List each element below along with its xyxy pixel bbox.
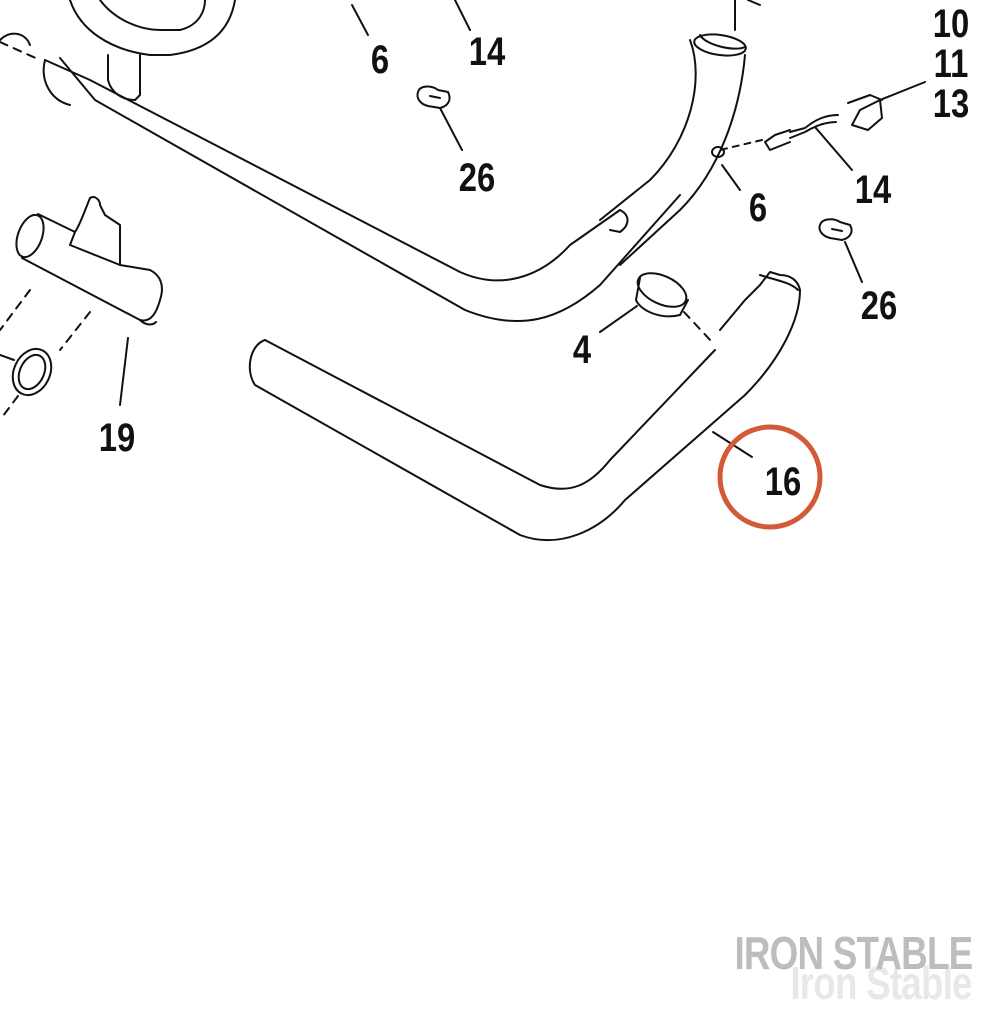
callout-14-top: 14: [468, 30, 506, 74]
watermark-text: IRON STABLE: [734, 927, 973, 979]
rising-pipe: [599, 0, 747, 266]
callout-4: 4: [572, 328, 592, 372]
callout-19: 19: [98, 416, 136, 460]
callout-10: 10: [932, 2, 970, 46]
callout-13: 13: [932, 82, 970, 126]
left-clamp: [0, 347, 53, 421]
callout-6-top: 6: [370, 38, 390, 82]
oxygen-sensor-assembly: [711, 81, 926, 191]
callout-14-right: 14: [854, 168, 892, 212]
callout-16: 16: [764, 460, 802, 504]
small-clamp-part-26-left: [416, 85, 463, 151]
upper-header-pipe: [0, 0, 681, 322]
leader-lines-top: [351, 0, 761, 36]
lower-exhaust-pipe-part-16: [248, 271, 801, 542]
callout-11: 11: [933, 42, 969, 86]
callout-6-right: 6: [748, 186, 768, 230]
small-clamp-part-26-right: [818, 218, 863, 283]
highlight-circle: [717, 424, 823, 530]
callout-26-left: 26: [458, 156, 496, 200]
clamp-part-4: [599, 272, 713, 343]
callout-26-right: 26: [860, 284, 898, 328]
tee-tube-part-19: [0, 196, 163, 406]
